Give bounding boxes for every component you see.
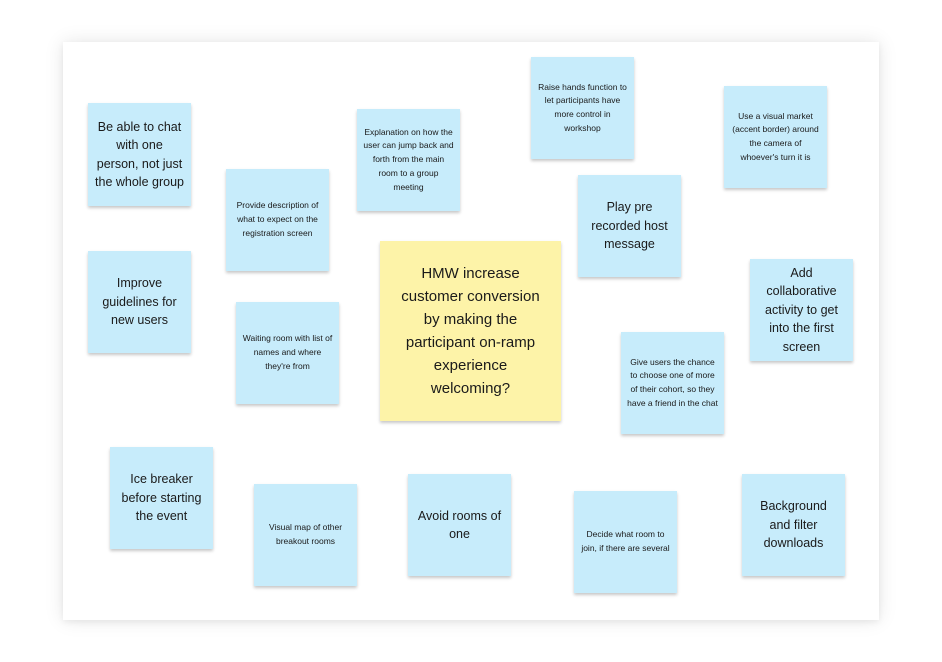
whiteboard: Be able to chat with one person, not jus…: [63, 42, 879, 620]
sticky-note-background-filter[interactable]: Background and filter downloads: [742, 474, 845, 576]
sticky-note-visual-market[interactable]: Use a visual market (accent border) arou…: [724, 86, 827, 188]
sticky-note-ice-breaker[interactable]: Ice breaker before starting the event: [110, 447, 213, 549]
sticky-note-chat-one-person[interactable]: Be able to chat with one person, not jus…: [88, 103, 191, 206]
sticky-note-text: Use a visual market (accent border) arou…: [732, 110, 819, 162]
sticky-note-text: Ice breaker before starting the event: [121, 472, 202, 524]
sticky-note-text: Improve guidelines for new users: [102, 276, 177, 328]
sticky-note-text: Raise hands function to let participants…: [538, 81, 627, 133]
central-question-note[interactable]: HMW increase customer conversion by maki…: [380, 241, 561, 421]
sticky-note-text: Play pre recorded host message: [591, 200, 668, 252]
central-question-text: HMW increase customer conversion by maki…: [401, 265, 540, 397]
sticky-note-text: Visual map of other breakout rooms: [268, 522, 343, 546]
sticky-note-registration-description[interactable]: Provide description of what to expect on…: [226, 169, 329, 271]
sticky-note-improve-guidelines[interactable]: Improve guidelines for new users: [88, 251, 191, 353]
sticky-note-text: Avoid rooms of one: [417, 508, 502, 542]
sticky-note-choose-cohort[interactable]: Give users the chance to choose one of m…: [621, 332, 724, 434]
sticky-note-collaborative-activity[interactable]: Add collaborative activity to get into t…: [750, 259, 853, 361]
sticky-note-text: Decide what room to join, if there are s…: [581, 529, 670, 553]
sticky-note-visual-map[interactable]: Visual map of other breakout rooms: [254, 484, 357, 586]
sticky-note-raise-hands[interactable]: Raise hands function to let participants…: [531, 57, 634, 159]
sticky-note-text: Background and filter downloads: [760, 499, 827, 551]
sticky-note-waiting-room[interactable]: Waiting room with list of names and wher…: [236, 302, 339, 404]
sticky-note-text: Give users the chance to choose one of m…: [627, 356, 718, 408]
sticky-note-text: Provide description of what to expect on…: [236, 200, 319, 238]
sticky-note-pre-recorded-message[interactable]: Play pre recorded host message: [578, 175, 681, 277]
sticky-note-text: Be able to chat with one person, not jus…: [95, 119, 184, 190]
sticky-note-decide-room[interactable]: Decide what room to join, if there are s…: [574, 491, 677, 593]
sticky-note-jump-back-forth[interactable]: Explanation on how the user can jump bac…: [357, 109, 460, 211]
sticky-note-avoid-rooms-of-one[interactable]: Avoid rooms of one: [408, 474, 511, 576]
sticky-note-text: Waiting room with list of names and wher…: [242, 333, 333, 371]
sticky-note-text: Explanation on how the user can jump bac…: [363, 126, 454, 192]
sticky-note-text: Add collaborative activity to get into t…: [765, 265, 838, 354]
